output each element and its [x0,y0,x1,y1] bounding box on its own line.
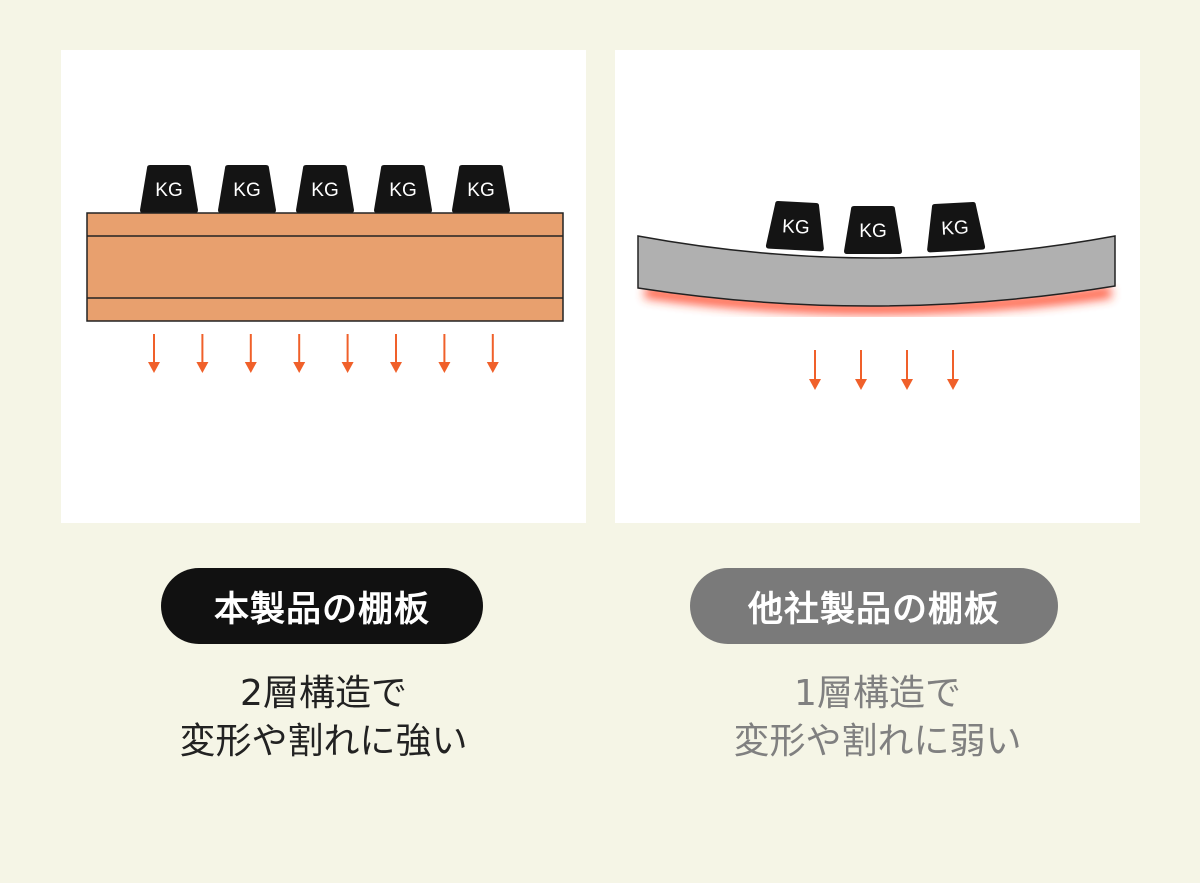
two-layer-shelf-illustration: KG KG KG KG KG [86,165,564,373]
down-arrow-icon [947,350,959,390]
kg-weight-icon: KG [452,165,510,213]
one-layer-shelf-illustration: KG KG KG [637,201,1116,390]
kg-weight-icon: KG [296,165,354,213]
right-product-title: 他社製品の棚板 [690,568,1058,644]
weight-label: KG [782,216,811,238]
down-arrow-icon [486,334,499,373]
down-arrow-icon [148,334,160,373]
left-weights-group: KG KG KG KG KG [140,165,510,213]
left-illustration-panel: KG KG KG KG KG [61,50,586,523]
two-layer-board [86,212,564,322]
down-arrow-icon [438,334,451,373]
left-product-title: 本製品の棚板 [161,568,483,644]
kg-weight-icon: KG [844,206,902,254]
kg-weight-icon: KG [765,201,824,252]
weight-label: KG [389,180,416,201]
down-arrow-icon [341,334,354,373]
bent-board [637,235,1116,307]
weight-label: KG [233,180,260,201]
right-weights-group: KG KG KG [765,201,986,254]
right-illustration-panel: KG KG KG [615,50,1140,523]
stress-glow [644,286,1112,315]
down-arrow-icon [293,334,306,373]
left-desc-line1: 2層構造で [240,673,407,714]
down-arrow-icon [901,350,913,390]
kg-weight-icon: KG [218,165,276,213]
weight-label: KG [467,180,494,201]
weight-label: KG [859,221,886,242]
down-arrow-icon [809,350,821,390]
left-desc-line2: 変形や割れに強い [179,721,468,762]
weight-label: KG [311,180,338,201]
kg-weight-icon: KG [140,165,198,213]
down-arrow-icon [244,334,257,373]
weight-label: KG [941,217,970,239]
left-arrows-group [148,334,499,373]
weight-label: KG [155,180,182,201]
down-arrow-icon [855,350,867,390]
right-description: 1層構造で 変形や割れに弱い [615,670,1140,766]
right-desc-line1: 1層構造で [794,673,961,714]
kg-weight-icon: KG [374,165,432,213]
right-desc-line2: 変形や割れに弱い [733,721,1022,762]
down-arrow-icon [196,334,209,373]
kg-weight-icon: KG [927,202,986,253]
down-arrow-icon [390,334,402,373]
left-description: 2層構造で 変形や割れに強い [61,670,586,766]
right-arrows-group [809,350,959,390]
